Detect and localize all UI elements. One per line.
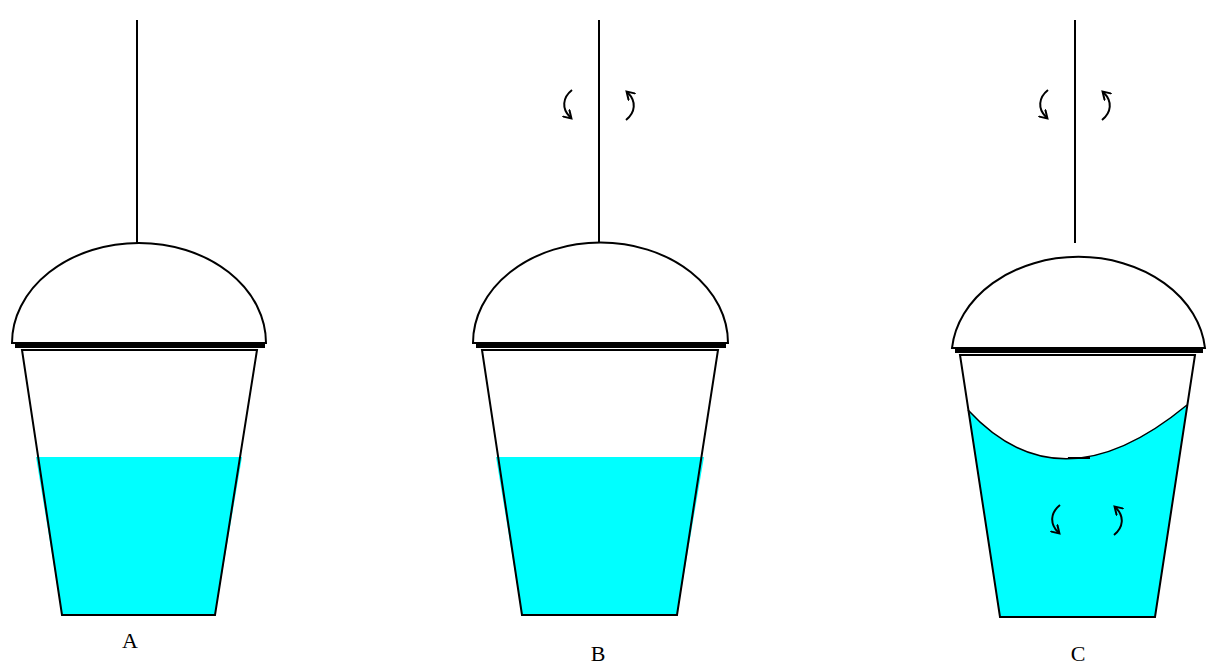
cup-label: B: [591, 643, 606, 665]
cup-b: [473, 20, 728, 615]
cup-label: A: [122, 630, 138, 652]
cup-label: C: [1071, 643, 1086, 665]
cup-c: [952, 20, 1205, 617]
cup-a: [12, 20, 266, 615]
